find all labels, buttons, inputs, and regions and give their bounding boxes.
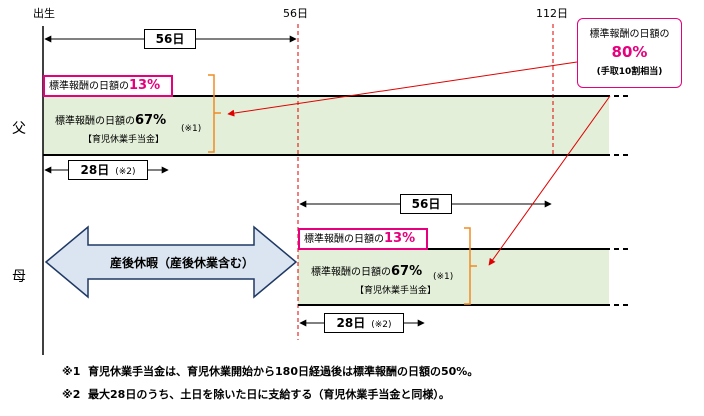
footnote-1-mark: ※1 [62, 365, 81, 378]
mother-rate13-value: 13% [384, 231, 416, 246]
row-label-father: 父 [12, 121, 26, 137]
mother-28days-box: 28日 (※2) [324, 313, 404, 333]
mother-28days-value: 28日 [336, 316, 366, 330]
footnote-2-mark: ※2 [62, 388, 81, 401]
father-28days-box: 28日 (※2) [68, 160, 148, 180]
callout-arrow-father [227, 61, 578, 117]
footnote-2: ※2 最大28日のうち、土日を除いた日に支給する（育児休業手当金と同様）。 [62, 386, 450, 402]
mother-rate67-prefix: 標準報酬の日額の [311, 267, 391, 278]
mother-56days-box: 56日 [400, 194, 452, 214]
mother-28days-note: (※2) [371, 320, 392, 330]
father-benefit-label: 【育児休業手当金】 [83, 135, 165, 145]
maternity-leave-label: 産後休暇（産後休業含む） [110, 256, 255, 270]
father-rate13-prefix: 標準報酬の日額の [49, 81, 129, 92]
mother-rate67-value: 67% [391, 264, 423, 279]
mother-benefit-label: 【育児休業手当金】 [355, 286, 437, 296]
father-28days-note: (※2) [115, 167, 136, 177]
callout-line1: 標準報酬の日額の [589, 29, 670, 40]
mother-band [298, 249, 609, 305]
footnote-1-text: 育児休業手当金は、育児休業開始から180日経過後は標準報酬の日額の50%。 [88, 365, 479, 378]
mother-note1: (※1) [433, 272, 454, 282]
father-rate67: 標準報酬の日額の67% [55, 112, 166, 128]
father-band [43, 96, 609, 155]
footnote-2-text: 最大28日のうち、土日を除いた日に支給する（育児休業手当金と同様）。 [88, 388, 450, 401]
rate80-callout: 標準報酬の日額の 80% (手取10割相当) [577, 18, 682, 88]
axis-birth-label: 出生 [33, 7, 55, 20]
callout-line3: (手取10割相当) [596, 67, 663, 77]
father-28days-value: 28日 [80, 163, 110, 177]
father-rate67-prefix: 標準報酬の日額の [55, 116, 135, 127]
father-rate13-value: 13% [129, 78, 161, 93]
axis-day112-label: 112日 [536, 7, 568, 20]
father-56days-box: 56日 [144, 29, 196, 49]
father-bracket [208, 74, 221, 153]
mother-bracket [464, 227, 477, 305]
father-rate67-value: 67% [135, 113, 167, 128]
mother-rate13-prefix: 標準報酬の日額の [304, 234, 384, 245]
maternity-leave-arrow [44, 225, 298, 299]
father-rate13-box: 標準報酬の日額の13% [43, 75, 173, 97]
father-note1: (※1) [181, 124, 202, 134]
row-label-mother: 母 [12, 269, 26, 285]
mother-rate67: 標準報酬の日額の67% [311, 263, 422, 279]
callout-arrow-mother [488, 95, 611, 266]
axis-day56-label: 56日 [283, 7, 308, 20]
footnote-1: ※1 育児休業手当金は、育児休業開始から180日経過後は標準報酬の日額の50%。 [62, 363, 478, 379]
callout-line2: 80% [611, 43, 648, 61]
mother-rate13-box: 標準報酬の日額の13% [298, 228, 428, 250]
